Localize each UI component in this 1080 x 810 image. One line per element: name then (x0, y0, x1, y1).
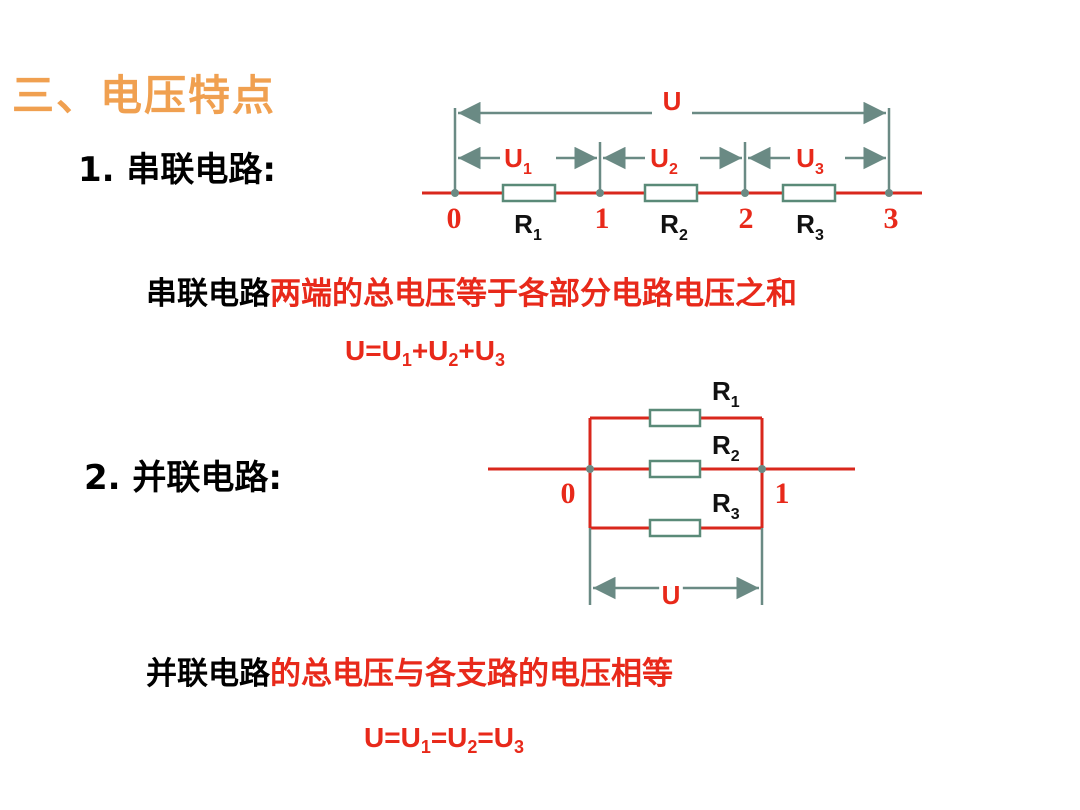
parallel-description: 并联电路的总电压与各支路的电压相等 (146, 648, 673, 693)
series-node-2: 2 (739, 202, 754, 235)
slide-title: 三、电压特点 (12, 71, 277, 120)
parallel-node-0: 0 (561, 477, 576, 510)
series-r1-label: R1 (514, 209, 542, 244)
series-formula-sub-3: 3 (495, 350, 506, 370)
series-r3-label: R3 (796, 209, 824, 244)
u1-label: U1 (504, 143, 532, 178)
series-formula-term-3: +U (458, 335, 495, 366)
series-formula-sub-2: 2 (448, 350, 459, 370)
parallel-resistor-r1 (648, 408, 702, 428)
u1-label-sub: 1 (523, 161, 532, 178)
parallel-r3-label-base: R (712, 488, 731, 518)
series-formula-term-2: +U (411, 335, 449, 366)
parallel-r2-label-base: R (712, 430, 731, 460)
parallel-resistor-r3 (648, 518, 702, 538)
parallel-formula: U=U1=U2=U3 (364, 722, 524, 758)
series-r2-label: R2 (660, 209, 688, 244)
parallel-r3-label: R3 (712, 488, 740, 523)
parallel-formula-main: U (364, 722, 385, 753)
parallel-r2-label: R2 (712, 430, 740, 465)
series-formula-sub-1: 1 (401, 350, 412, 370)
parallel-formula-sub-2: 2 (467, 737, 478, 757)
series-desc-red: 两端的总电压等于各部分电路电压之和 (270, 276, 797, 312)
series-node-dot-2 (741, 189, 749, 197)
series-node-dot-0 (451, 189, 459, 197)
parallel-r3-label-sub: 3 (731, 506, 740, 523)
series-total-voltage-label: U (663, 86, 682, 116)
u2-label-sub: 2 (669, 161, 678, 178)
series-formula: U=U1+U2+U3 (345, 335, 505, 371)
u2-label: U2 (650, 143, 678, 178)
series-formula-term-1: =U (365, 335, 402, 366)
parallel-heading: 2. 并联电路: (84, 458, 283, 498)
series-circuit: U U1 U2 U3 0 1 2 3 R1 R2 R3 (422, 86, 922, 244)
series-r1-label-sub: 1 (533, 227, 542, 244)
series-desc-black: 串联电路 (146, 276, 270, 312)
parallel-formula-term-2: =U (430, 722, 468, 753)
parallel-voltage-label: U (662, 580, 681, 610)
series-resistor-r3 (781, 183, 837, 203)
parallel-r1-label-sub: 1 (731, 394, 740, 411)
series-formula-main: U (345, 335, 366, 366)
u3-label-sub: 3 (815, 161, 824, 178)
series-heading: 1. 串联电路: (78, 150, 277, 190)
u2-label-base: U (650, 143, 669, 173)
series-node-1: 1 (595, 202, 610, 235)
u3-label: U3 (796, 143, 824, 178)
parallel-r2-label-sub: 2 (731, 448, 740, 465)
parallel-circuit: R1 R2 R3 0 1 U (488, 376, 855, 614)
series-resistor-r2 (643, 183, 699, 203)
parallel-formula-term-1: =U (384, 722, 421, 753)
parallel-node-1: 1 (775, 477, 790, 510)
u1-label-base: U (504, 143, 523, 173)
series-node-0: 0 (447, 202, 462, 235)
parallel-node-dot-0 (586, 465, 594, 473)
series-r2-label-base: R (660, 209, 679, 239)
series-r3-label-sub: 3 (815, 227, 824, 244)
series-description: 串联电路两端的总电压等于各部分电路电压之和 (146, 268, 797, 313)
series-r2-label-sub: 2 (679, 227, 688, 244)
parallel-r1-label: R1 (712, 376, 740, 411)
series-node-dot-1 (596, 189, 604, 197)
u3-label-base: U (796, 143, 815, 173)
parallel-node-dot-1 (758, 465, 766, 473)
series-r3-label-base: R (796, 209, 815, 239)
parallel-formula-sub-3: 3 (514, 737, 525, 757)
parallel-r1-label-base: R (712, 376, 731, 406)
parallel-desc-red: 的总电压与各支路的电压相等 (270, 656, 673, 692)
parallel-formula-sub-1: 1 (420, 737, 431, 757)
series-resistor-r1 (501, 183, 557, 203)
series-node-dot-3 (885, 189, 893, 197)
parallel-desc-black: 并联电路 (146, 656, 270, 692)
series-node-3: 3 (884, 202, 899, 235)
parallel-resistor-r2 (648, 459, 702, 479)
series-r1-label-base: R (514, 209, 533, 239)
parallel-formula-term-3: =U (477, 722, 514, 753)
